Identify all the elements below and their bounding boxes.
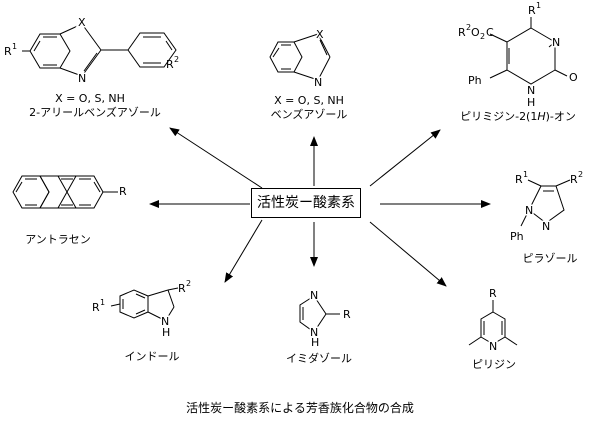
pyridine-r: R bbox=[489, 287, 497, 300]
r2-sup: 2 bbox=[174, 55, 179, 64]
arylbenzazole-atoms: X N R 1 R 2 bbox=[4, 15, 179, 87]
indole-atoms: R 1 R 2 N H bbox=[92, 279, 191, 339]
o-atom: O bbox=[569, 71, 578, 84]
pyrimidinone-name: ピリミジン-2(1H)-オン bbox=[458, 110, 578, 123]
imidazole-name: イミダゾール bbox=[286, 352, 352, 365]
imidazole-structure bbox=[299, 295, 340, 333]
pyrimidinone-name-italic: H bbox=[537, 110, 546, 123]
n-atom: N bbox=[161, 315, 169, 328]
r1-sup: 1 bbox=[536, 1, 541, 10]
figure-caption: 活性炭ー酸素系による芳香族化合物の合成 bbox=[186, 401, 414, 415]
ph-group: Ph bbox=[468, 74, 482, 87]
r1-sup: 1 bbox=[523, 170, 528, 179]
arrow-to-pyridine bbox=[369, 221, 447, 287]
n-atom-2: N bbox=[542, 220, 550, 233]
imidazole-r: R bbox=[343, 308, 351, 321]
pyrazole-name: ピラゾール bbox=[522, 252, 578, 265]
r2-sup: 2 bbox=[186, 279, 191, 288]
activated-carbon-oxygen-system: 活性炭ー酸素系 bbox=[251, 188, 361, 218]
h-atom: H bbox=[311, 336, 319, 349]
benzazole-name: ベンズアゾール bbox=[270, 108, 348, 121]
indole-structure bbox=[110, 287, 179, 321]
benzazole-structure bbox=[269, 33, 331, 81]
anthracene-structure bbox=[12, 175, 118, 209]
n-atom: N bbox=[314, 76, 322, 89]
n-atom-1: N bbox=[310, 326, 318, 339]
ester-o-sub: 2 bbox=[480, 32, 485, 41]
r1-sup: 1 bbox=[100, 298, 105, 307]
reaction-arrows bbox=[149, 127, 491, 287]
n-atom-1: N bbox=[527, 84, 535, 97]
r2-sup: 2 bbox=[578, 170, 583, 179]
arrow-to-arylbenzazole bbox=[169, 127, 263, 189]
r1-label: R bbox=[92, 301, 100, 314]
ester-r: R bbox=[458, 26, 466, 39]
pyrimidinone-name-tail: )-オン bbox=[545, 110, 576, 123]
arylbenzazole-structure bbox=[22, 23, 177, 77]
x-atom: X bbox=[316, 28, 324, 41]
pyridine-structure bbox=[468, 300, 518, 346]
anthracene-r: R bbox=[119, 185, 127, 198]
ester-r-sup: 2 bbox=[466, 23, 471, 32]
r1-label: R bbox=[4, 45, 12, 58]
pyrimidinone-name-head: ピリミジン-2(1 bbox=[460, 110, 538, 123]
r2-label: R bbox=[570, 173, 578, 186]
h-atom: H bbox=[162, 326, 170, 339]
n-atom: N bbox=[489, 340, 497, 353]
r1-label: R bbox=[528, 4, 536, 17]
arrow-to-indole bbox=[224, 219, 263, 283]
benzazole-atoms: X N bbox=[313, 27, 326, 91]
pyridine-name: ピリジン bbox=[472, 358, 516, 371]
indole-name: インドール bbox=[124, 350, 180, 363]
arylbenzazole-x-note: X = O, S, NH bbox=[55, 92, 125, 105]
pyrazole-atoms: R 1 R 2 N N Ph bbox=[510, 170, 583, 243]
r1-sup: 1 bbox=[12, 42, 17, 51]
ester-o: O bbox=[471, 26, 480, 39]
benzazole-x-note: X = O, S, NH bbox=[274, 94, 344, 107]
arrow-to-pyrimidinone bbox=[369, 129, 441, 187]
pyrimidinone-structure bbox=[489, 17, 568, 85]
anthracene-name: アントラセン bbox=[25, 233, 91, 246]
n-atom-3: N bbox=[310, 289, 318, 302]
h-atom: H bbox=[527, 96, 535, 109]
imidazole-atoms: N N H R bbox=[309, 288, 352, 350]
pyridine-atoms: R N bbox=[488, 287, 499, 355]
ph-group: Ph bbox=[510, 230, 524, 243]
r2-label: R bbox=[166, 58, 174, 71]
n-atom-1: N bbox=[525, 204, 533, 217]
n-atom-3: N bbox=[552, 36, 560, 49]
r1-label: R bbox=[515, 173, 523, 186]
pyrimidinone-atoms: R 1 R 2 O 2 C N N H O Ph bbox=[458, 1, 578, 109]
ester-c: C bbox=[486, 26, 494, 39]
pyrazole-structure bbox=[520, 179, 571, 227]
x-atom: X bbox=[78, 16, 86, 29]
r2-label: R bbox=[178, 282, 186, 295]
arylbenzazole-name: 2-アリールベンズアゾール bbox=[29, 106, 161, 119]
n-atom: N bbox=[78, 72, 86, 85]
